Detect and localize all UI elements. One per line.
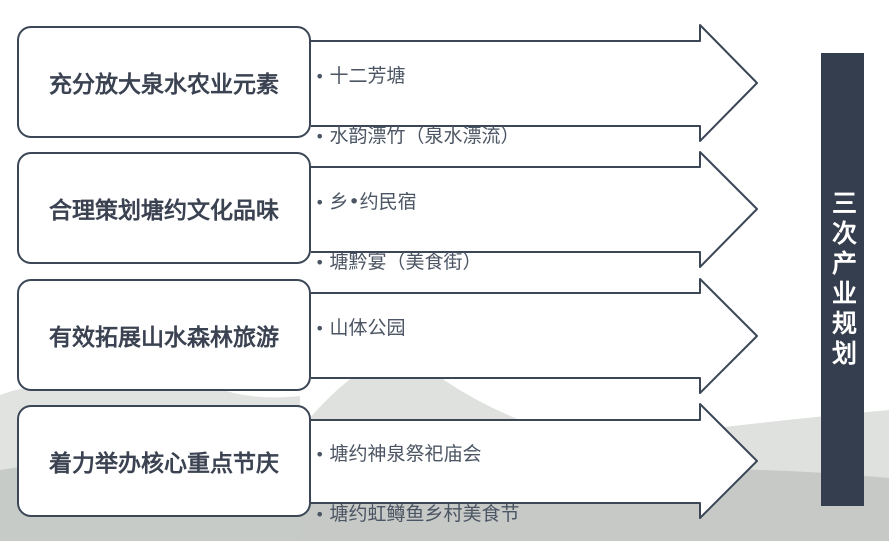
bullet-text: 塘约虹鳟鱼乡村美食节 bbox=[329, 503, 520, 525]
heading-text-1: 充分放大泉水农业元素 bbox=[49, 72, 279, 98]
heading-box-1: 充分放大泉水农业元素 bbox=[17, 26, 311, 138]
heading-text-4: 着力举办核心重点节庆 bbox=[49, 451, 279, 477]
bullet-dot-icon: • bbox=[315, 445, 325, 464]
bullet-text: 乡•约民宿 bbox=[329, 191, 417, 213]
arrow-shape-4 bbox=[311, 403, 758, 519]
heading-box-4: 着力举办核心重点节庆 bbox=[17, 405, 311, 517]
bullet-item: •水韵漂竹（泉水漂流） bbox=[315, 124, 519, 149]
heading-box-3: 有效拓展山水森林旅游 bbox=[17, 279, 311, 391]
bullet-dot-icon: • bbox=[315, 505, 325, 524]
arrow-shape-1 bbox=[311, 24, 758, 142]
bullet-dot-icon: • bbox=[315, 253, 325, 272]
bullet-text: 塘黔宴（美食街） bbox=[329, 251, 482, 273]
bullet-item: •塘约虹鳟鱼乡村美食节 bbox=[315, 502, 519, 527]
bullet-item: •乡•约民宿 bbox=[315, 190, 417, 215]
bullet-dot-icon: • bbox=[315, 127, 325, 146]
bullet-dot-icon: • bbox=[315, 319, 325, 338]
vertical-title: 三次产业规划 bbox=[828, 189, 858, 370]
bullet-dot-icon: • bbox=[315, 193, 325, 212]
bullet-item: •山体公园 bbox=[315, 316, 405, 341]
bullet-item: •十二芳塘 bbox=[315, 64, 405, 89]
bullet-text: 山体公园 bbox=[329, 317, 406, 339]
bullet-item: •塘约神泉祭祀庙会 bbox=[315, 442, 481, 467]
heading-text-2: 合理策划塘约文化品味 bbox=[49, 198, 279, 224]
bullet-text: 十二芳塘 bbox=[329, 65, 406, 87]
bullet-item: •塘黔宴（美食街） bbox=[315, 250, 481, 275]
bullet-dot-icon: • bbox=[315, 67, 325, 86]
heading-text-3: 有效拓展山水森林旅游 bbox=[49, 325, 279, 351]
bullet-text: 塘约神泉祭祀庙会 bbox=[329, 443, 482, 465]
arrow-shape-3 bbox=[311, 278, 758, 394]
title-bar: 三次产业规划 bbox=[821, 53, 864, 506]
arrow-shape-2 bbox=[311, 151, 758, 268]
bullet-text: 水韵漂竹（泉水漂流） bbox=[329, 125, 520, 147]
heading-box-2: 合理策划塘约文化品味 bbox=[17, 152, 311, 264]
